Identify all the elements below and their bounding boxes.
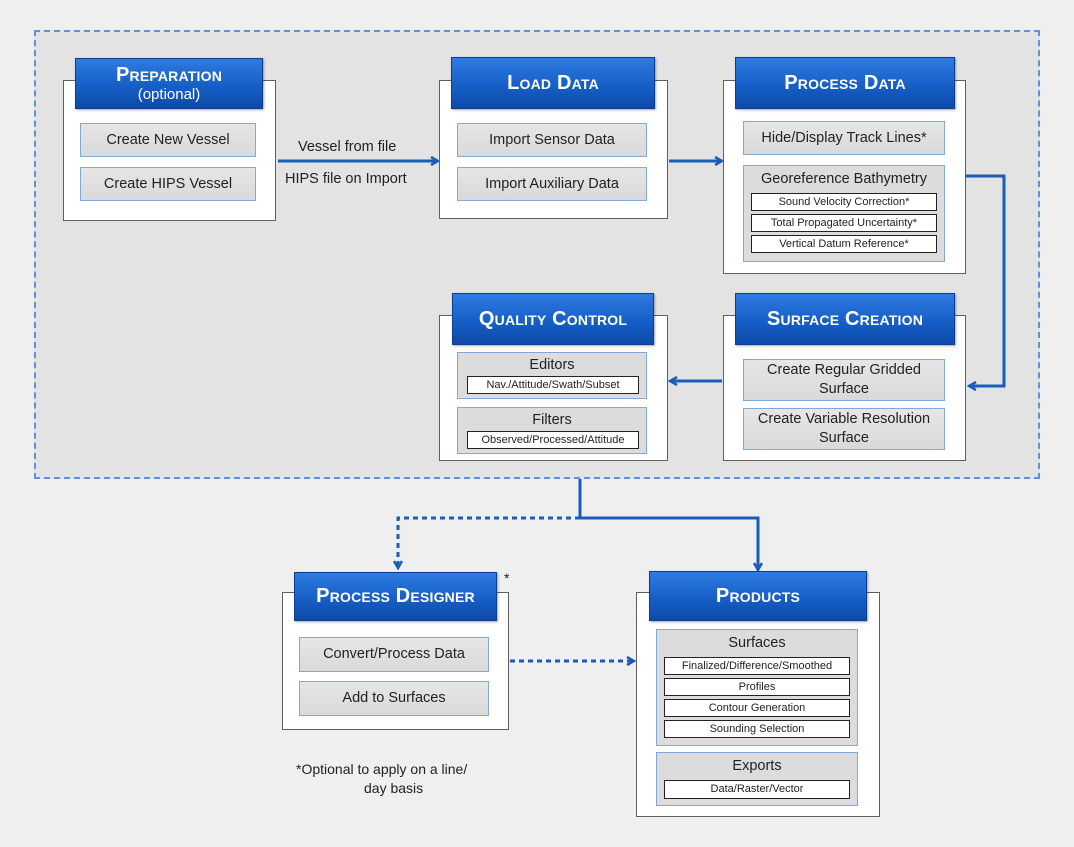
editors-title: Editors (529, 357, 575, 373)
hide-display-track-lines-button[interactable]: Hide/Display Track Lines* (743, 121, 945, 155)
editors-nav-attitude-swath-subset-item[interactable]: Nav./Attitude/Swath/Subset (467, 376, 639, 394)
process-designer-title: Process Designer (316, 585, 475, 607)
exports-title: Exports (732, 758, 782, 774)
sounding-selection-item[interactable]: Sounding Selection (664, 720, 850, 738)
load-data-header: Load Data (451, 57, 655, 109)
load-data-title: Load Data (507, 71, 599, 94)
exports-group: Exports Data/Raster/Vector (656, 752, 858, 806)
products-header: Products (649, 571, 867, 621)
data-raster-vector-item[interactable]: Data/Raster/Vector (664, 780, 850, 799)
profiles-item[interactable]: Profiles (664, 678, 850, 696)
import-sensor-data-button[interactable]: Import Sensor Data (457, 123, 647, 157)
filters-group: Filters Observed/Processed/Attitude (457, 407, 647, 454)
sound-velocity-correction-item[interactable]: Sound Velocity Correction* (751, 193, 937, 211)
label-hips-on-import: HIPS file on Import (285, 171, 407, 187)
import-auxiliary-data-button[interactable]: Import Auxiliary Data (457, 167, 647, 201)
create-regular-gridded-line1: Create Regular Gridded (767, 362, 921, 378)
arrow-region-to-products (578, 479, 758, 570)
contour-generation-item[interactable]: Contour Generation (664, 699, 850, 717)
preparation-title: Preparation (115, 63, 223, 86)
surfaces-title: Surfaces (728, 635, 786, 651)
surface-creation-header: Surface Creation (735, 293, 955, 345)
create-variable-resolution-line1: Create Variable Resolution (757, 411, 931, 427)
quality-control-header: Quality Control (452, 293, 654, 345)
create-variable-resolution-surface-button[interactable]: Create Variable Resolution Surface (743, 408, 945, 450)
filters-observed-processed-attitude-item[interactable]: Observed/Processed/Attitude (467, 431, 639, 449)
surface-creation-title: Surface Creation (766, 307, 924, 330)
footnote-line2: day basis (364, 780, 424, 796)
surfaces-group: Surfaces Finalized/Difference/Smoothed P… (656, 629, 858, 746)
footnote-line1: *Optional to apply on a line/ (296, 761, 468, 777)
quality-control-title: Quality Control (478, 307, 628, 330)
filters-title: Filters (532, 412, 572, 428)
process-designer-asterisk: * (504, 570, 510, 586)
create-variable-resolution-line2: Surface (819, 430, 869, 446)
label-vessel-from-file: Vessel from file (298, 139, 397, 155)
create-regular-gridded-line2: Surface (819, 381, 869, 397)
total-propagated-uncertainty-item[interactable]: Total Propagated Uncertainty* (751, 214, 937, 232)
vertical-datum-reference-item[interactable]: Vertical Datum Reference* (751, 235, 937, 253)
preparation-header: Preparation (optional) (75, 58, 263, 109)
arrow-region-to-designer (398, 516, 580, 568)
create-new-vessel-button[interactable]: Create New Vessel (80, 123, 256, 157)
georeference-bathymetry-title: Georeference Bathymetry (760, 171, 928, 187)
process-data-header: Process Data (735, 57, 955, 109)
create-regular-gridded-surface-button[interactable]: Create Regular Gridded Surface (743, 359, 945, 401)
finalized-difference-smoothed-item[interactable]: Finalized/Difference/Smoothed (664, 657, 850, 675)
add-to-surfaces-button[interactable]: Add to Surfaces (299, 681, 489, 716)
create-hips-vessel-button[interactable]: Create HIPS Vessel (80, 167, 256, 201)
convert-process-data-button[interactable]: Convert/Process Data (299, 637, 489, 672)
editors-group: Editors Nav./Attitude/Swath/Subset (457, 352, 647, 399)
preparation-subtitle: (optional) (137, 85, 201, 103)
georeference-bathymetry-group: Georeference Bathymetry Sound Velocity C… (743, 165, 945, 262)
arrow-process-to-surface (966, 174, 1006, 386)
process-data-title: Process Data (784, 71, 906, 94)
products-title: Products (715, 584, 801, 607)
process-designer-header: Process Designer (294, 572, 497, 621)
